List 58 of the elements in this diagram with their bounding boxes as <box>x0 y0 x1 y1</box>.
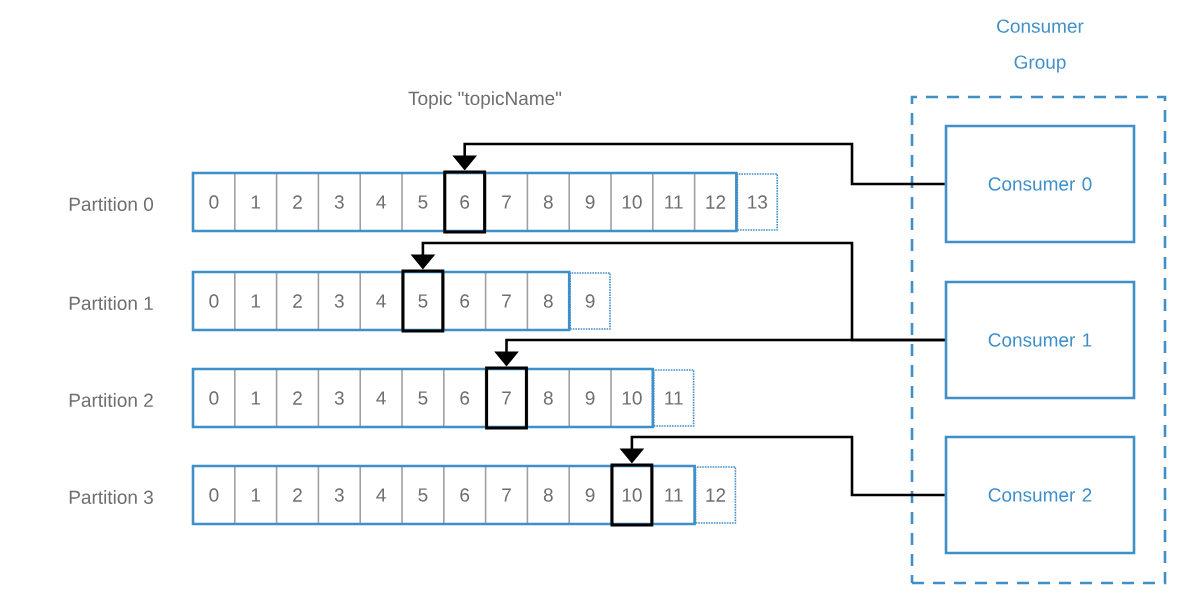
offset-cell: 8 <box>543 391 553 405</box>
offset-cell: 2 <box>293 391 302 405</box>
offset-cell: 1 <box>251 488 261 502</box>
offset-cell: 4 <box>376 488 386 502</box>
offset-cell: 11 <box>665 488 683 502</box>
offset-cell: 5 <box>418 488 428 502</box>
offset-cell: 3 <box>334 391 344 405</box>
offset-cell: 0 <box>209 195 219 209</box>
offset-cell: 7 <box>485 366 528 430</box>
offset-cell: 9 <box>585 488 595 502</box>
offset-cell: 4 <box>376 294 386 308</box>
consumer-box: Consumer 0 <box>944 124 1136 244</box>
offset-cell: 6 <box>460 391 470 405</box>
node-label: Consumer Group <box>997 19 1084 73</box>
consumer-box: Consumer 2 <box>944 435 1136 555</box>
offset-cell: 0 <box>209 391 219 405</box>
offset-cell: 11 <box>665 195 683 209</box>
offset-cell: 13 <box>736 173 778 231</box>
offset-cell: 5 <box>418 195 428 209</box>
offset-cell: 3 <box>334 294 344 308</box>
offset-cell: 11 <box>653 369 695 427</box>
offset-cell: 5 <box>418 391 428 405</box>
offset-cell: 1 <box>251 294 261 308</box>
offset-cell: 3 <box>334 488 344 502</box>
offset-cell: 12 <box>706 195 726 209</box>
offset-cell: 4 <box>376 391 386 405</box>
offset-cell: 7 <box>502 195 511 209</box>
offset-cell: 4 <box>376 195 386 209</box>
offset-cell: 8 <box>543 488 553 502</box>
offset-cell: 6 <box>443 170 487 234</box>
offset-cell: 1 <box>251 391 261 405</box>
offset-cell: 9 <box>569 272 611 330</box>
offset-cell: 3 <box>334 195 344 209</box>
offset-cell: 5 <box>401 269 445 333</box>
offset-cell: 8 <box>543 294 553 308</box>
offset-cell: 9 <box>585 391 595 405</box>
offset-cell: 2 <box>293 488 302 502</box>
offset-cell: 1 <box>251 195 261 209</box>
node-label: Partition 0 <box>69 197 154 211</box>
offset-cell: 12 <box>694 466 737 524</box>
offset-cell: 7 <box>502 488 511 502</box>
offset-cell: 2 <box>293 294 302 308</box>
offset-cell: 7 <box>502 294 511 308</box>
offset-cell: 10 <box>622 195 642 209</box>
offset-cell: 8 <box>543 195 553 209</box>
offset-cell: 10 <box>622 391 642 405</box>
offset-cell: 9 <box>585 195 595 209</box>
offset-cell: 0 <box>209 488 219 502</box>
diagram-title: Topic "topicName" <box>408 91 562 109</box>
offset-cell: 2 <box>293 195 302 209</box>
offset-cell: 6 <box>460 488 470 502</box>
offset-cell: 6 <box>460 294 470 308</box>
node-label: Partition 3 <box>69 490 153 504</box>
node-label: Partition 2 <box>69 393 153 407</box>
node-label: Partition 1 <box>69 296 153 310</box>
offset-cell: 10 <box>610 463 654 527</box>
consumer-box: Consumer 1 <box>944 280 1136 400</box>
offset-cell: 0 <box>209 294 219 308</box>
